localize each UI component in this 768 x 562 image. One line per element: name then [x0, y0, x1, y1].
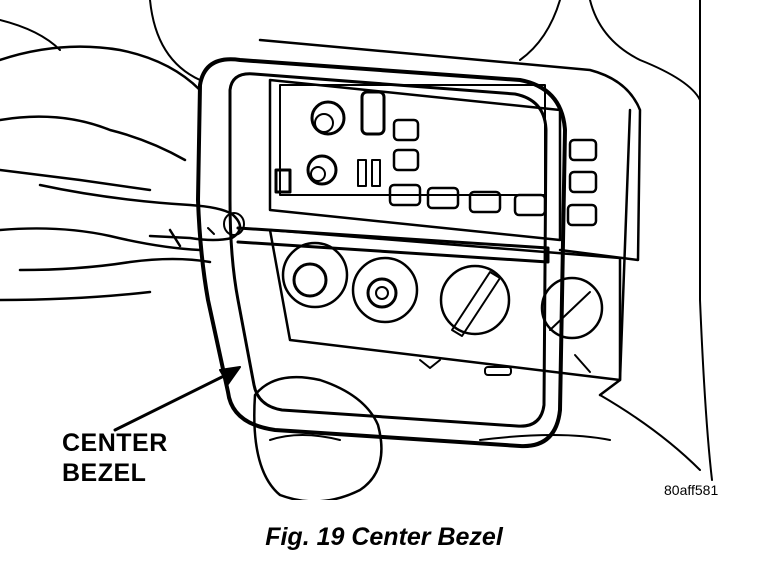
center-bezel-illustration [0, 0, 713, 500]
figure-code: 80aff581 [664, 482, 719, 498]
callout-line-1: CENTER [62, 429, 168, 457]
fader-slot-icon [360, 90, 386, 136]
radio-housing [258, 38, 642, 397]
fan-speed-knob-icon [351, 256, 419, 324]
hvac-control-panel [268, 228, 622, 382]
mode-knob-icon [439, 264, 511, 337]
center-bezel-callout: CENTER BEZEL [62, 428, 168, 488]
hand-icon [0, 45, 245, 302]
leader-arrow-icon [113, 366, 241, 432]
radio-faceplate [274, 84, 598, 227]
callout-line-2: BEZEL [62, 459, 147, 487]
figure-caption: Fig. 19 Center Bezel [265, 523, 503, 551]
shift-knob-icon [253, 375, 383, 500]
dashboard-contour-lines [0, 0, 713, 481]
center-bezel-icon [196, 57, 567, 449]
radio-knob-icon [310, 100, 346, 136]
recirc-knob-icon [540, 276, 604, 340]
tuning-knob-icon [306, 154, 338, 186]
hvac-control-knob-icon [281, 241, 349, 309]
